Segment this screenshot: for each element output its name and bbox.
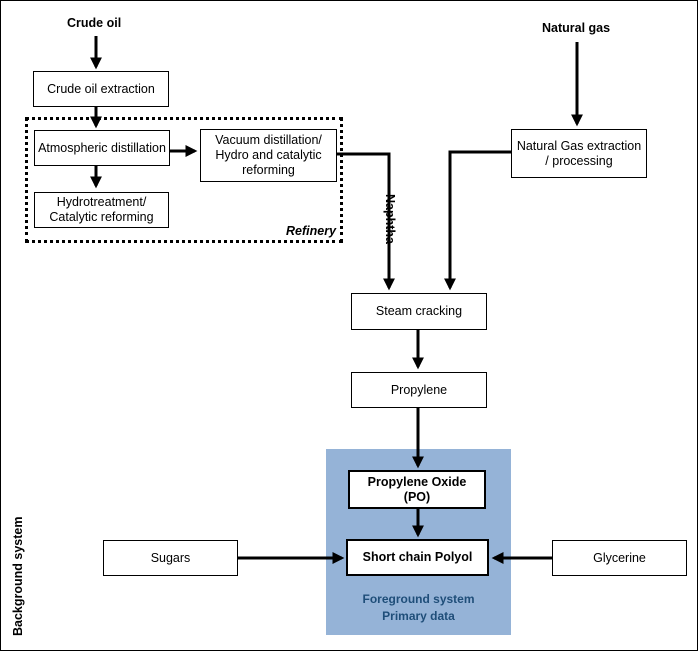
refinery-label: Refinery: [286, 224, 337, 238]
edge-vacuum-to-steam-cracking: [337, 152, 395, 291]
hydrotreatment-box: Hydrotreatment/ Catalytic reforming: [34, 192, 169, 228]
natural-gas-source: Natural gas: [542, 21, 611, 35]
propylene-oxide-box: Propylene Oxide (PO): [348, 470, 486, 509]
edge-ng-extraction-to-steam-cracking: [444, 150, 511, 291]
propylene-box: Propylene: [351, 372, 487, 408]
crude-oil-extraction-box: Crude oil extraction: [33, 71, 169, 107]
background-system-label: Background system: [11, 516, 25, 636]
sugars-box: Sugars: [103, 540, 238, 576]
natural-gas-extraction-box: Natural Gas extraction / processing: [511, 129, 647, 178]
steam-cracking-box: Steam cracking: [351, 293, 487, 330]
foreground-system-label: Foreground system: [362, 592, 475, 606]
glycerine-box: Glycerine: [552, 540, 687, 576]
short-chain-polyol-box: Short chain Polyol: [346, 539, 489, 576]
refinery-group-frame: [25, 117, 343, 243]
crude-oil-source: Crude oil: [67, 16, 122, 30]
vacuum-distillation-box: Vacuum distillation/ Hydro and catalytic…: [200, 129, 337, 182]
primary-data-label: Primary data: [382, 609, 455, 623]
atmospheric-distillation-box: Atmospheric distillation: [34, 130, 170, 166]
naphtha-label: Naphtha: [383, 194, 397, 244]
